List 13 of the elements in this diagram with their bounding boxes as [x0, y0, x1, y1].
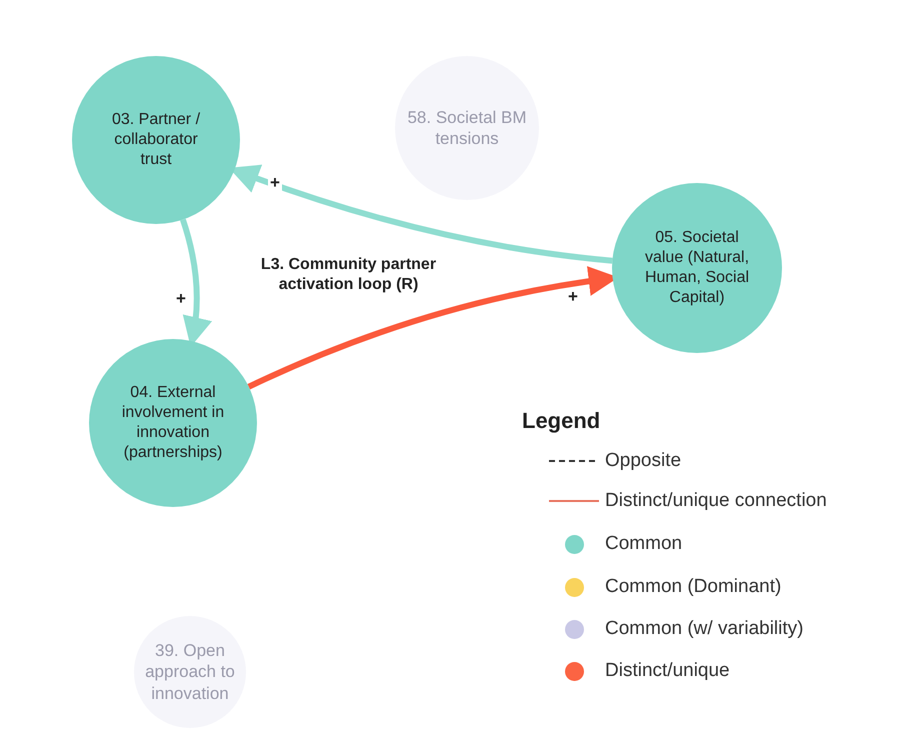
legend-label: Distinct/unique connection	[605, 490, 827, 512]
factor-label: 39. Open approach to innovation	[144, 640, 236, 704]
factor-label: 05. Societal value (Natural, Human, Social Capital)	[644, 228, 750, 308]
legend-label: Distinct/unique	[605, 660, 730, 682]
legend-label: Opposite	[605, 450, 682, 472]
legend-label: Common	[605, 533, 682, 555]
legend-label: Common (Dominant)	[605, 576, 782, 598]
factor-label: 04. External involvement in innovation (partnerships)	[120, 383, 226, 463]
factor-label: 58. Societal BM tensions	[406, 106, 528, 150]
factor-label: 03. Partner / collaborator trust	[110, 110, 202, 170]
legend-title: Legend	[522, 408, 600, 434]
legend-label: Common (w/ variability)	[605, 618, 804, 640]
loop-label: L3. Community partner activation loop (R)	[260, 255, 438, 295]
